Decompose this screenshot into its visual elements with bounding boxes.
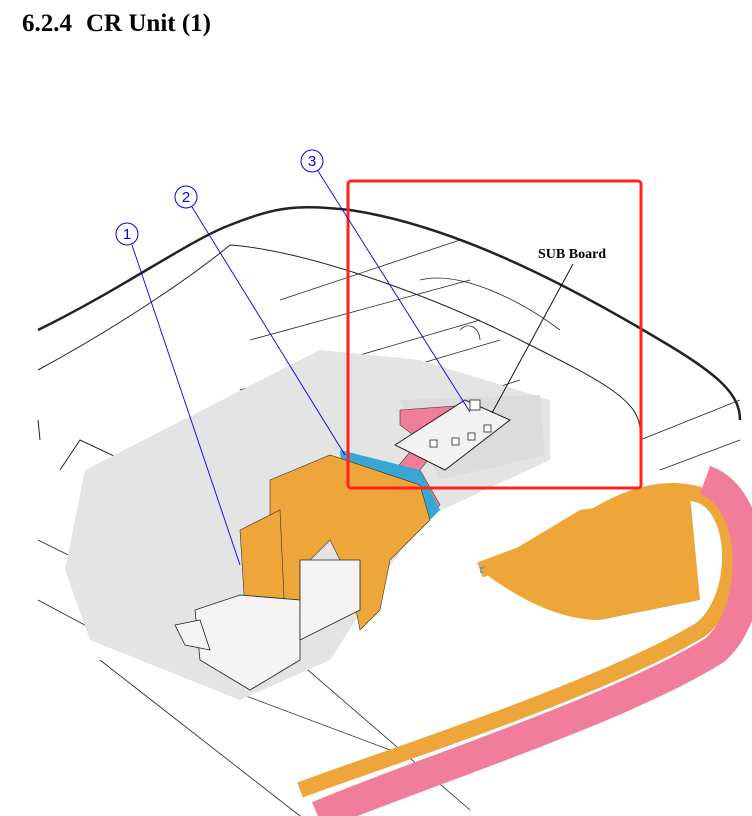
sub-board-leader-line bbox=[491, 263, 574, 414]
callout-2: 2 bbox=[174, 185, 346, 456]
callout-number: 3 bbox=[308, 153, 316, 170]
sub-board-label: SUB Board bbox=[538, 247, 606, 262]
sub-board-highlight-box bbox=[346, 179, 643, 490]
section-heading: 6.2.4 CR Unit (1) bbox=[22, 10, 225, 38]
section-title: CR Unit (1) bbox=[86, 10, 211, 37]
sub-board bbox=[393, 399, 511, 471]
callout-3: 3 bbox=[300, 149, 471, 413]
printhead bbox=[174, 559, 361, 691]
callout-number: 2 bbox=[182, 189, 190, 206]
callout-number: 1 bbox=[123, 226, 131, 243]
callout-1: 1 bbox=[115, 222, 241, 566]
ffc-cables bbox=[239, 404, 752, 816]
section-number: 6.2.4 bbox=[22, 10, 72, 37]
